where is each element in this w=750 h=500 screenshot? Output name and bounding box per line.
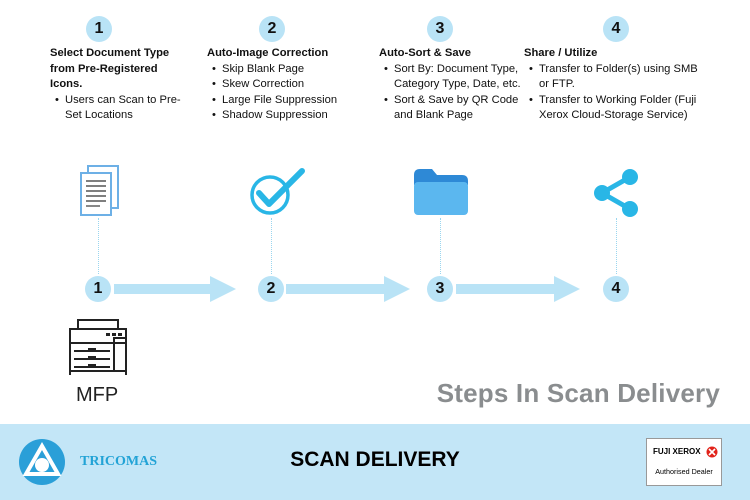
- step-2-connector: [271, 218, 272, 274]
- step-1-number-badge: 1: [86, 16, 112, 42]
- mfp-label: MFP: [76, 384, 119, 406]
- folder-icon: [414, 169, 468, 215]
- step-2-bullet: Shadow Suppression: [207, 108, 367, 124]
- flow-arrow-1-head: [210, 276, 236, 302]
- tricomas-brand-name: TRICOMAS: [80, 454, 158, 469]
- fuji-xerox-wordmark: FUJI XEROX: [653, 447, 701, 456]
- flow-step-1-badge: 1: [85, 276, 111, 302]
- step-3-connector: [440, 218, 441, 274]
- step-2-title: Auto-Image Correction: [207, 47, 329, 59]
- flow-step-3-badge: 3: [427, 276, 453, 302]
- xerox-logo-icon: [706, 446, 718, 458]
- step-1-bullet: Users can Scan to Pre-Set Locations: [50, 93, 185, 124]
- printer-icon: [69, 319, 127, 375]
- step-2-bullet: Large File Suppression: [207, 93, 367, 109]
- flow-step-4-badge: 4: [603, 276, 629, 302]
- step-3-title: Auto-Sort & Save: [379, 47, 471, 59]
- step-4-bullet: Transfer to Working Folder (Fuji Xerox C…: [524, 93, 709, 124]
- step-4-description: Share / Utilize Transfer to Folder(s) us…: [524, 46, 709, 124]
- step-3-number-badge: 3: [427, 16, 453, 42]
- step-4-connector: [616, 218, 617, 274]
- authorised-dealer-label: Authorised Dealer: [655, 467, 713, 476]
- flow-arrow-2-head: [384, 276, 410, 302]
- documents-icon: [80, 165, 119, 216]
- flow-arrow-3-head: [554, 276, 580, 302]
- tricomas-logo-icon: [19, 439, 65, 485]
- footer-title: SCAN DELIVERY: [290, 448, 460, 471]
- diagram-subtitle: Steps In Scan Delivery: [436, 378, 720, 408]
- fuji-xerox-dealer-badge: FUJI XEROX Authorised Dealer: [646, 438, 722, 486]
- share-icon: [594, 169, 638, 217]
- step-3-bullet: Sort By: Document Type, Category Type, D…: [379, 62, 529, 93]
- checkmark-icon: [250, 168, 305, 215]
- step-3-description: Auto-Sort & Save Sort By: Document Type,…: [379, 46, 529, 124]
- step-3-bullet: Sort & Save by QR Code and Blank Page: [379, 93, 529, 124]
- step-1-description: Select Document Type from Pre-Registered…: [50, 46, 185, 124]
- flow-arrow-3-shaft: [456, 284, 556, 294]
- flow-arrow-1-shaft: [114, 284, 212, 294]
- step-2-bullet: Skip Blank Page: [207, 62, 367, 78]
- step-2-number-badge: 2: [259, 16, 285, 42]
- flow-arrow-2-shaft: [286, 284, 386, 294]
- flow-step-2-badge: 2: [258, 276, 284, 302]
- footer-band: TRICOMAS SCAN DELIVERY FUJI XEROX Author…: [0, 424, 750, 500]
- step-4-bullet: Transfer to Folder(s) using SMB or FTP.: [524, 62, 709, 93]
- step-4-title: Share / Utilize: [524, 47, 598, 59]
- step-2-bullet: Skew Correction: [207, 77, 367, 93]
- step-2-description: Auto-Image Correction Skip Blank Page Sk…: [207, 46, 367, 124]
- step-1-connector: [98, 218, 99, 274]
- step-4-number-badge: 4: [603, 16, 629, 42]
- step-1-title: Select Document Type from Pre-Registered…: [50, 47, 170, 91]
